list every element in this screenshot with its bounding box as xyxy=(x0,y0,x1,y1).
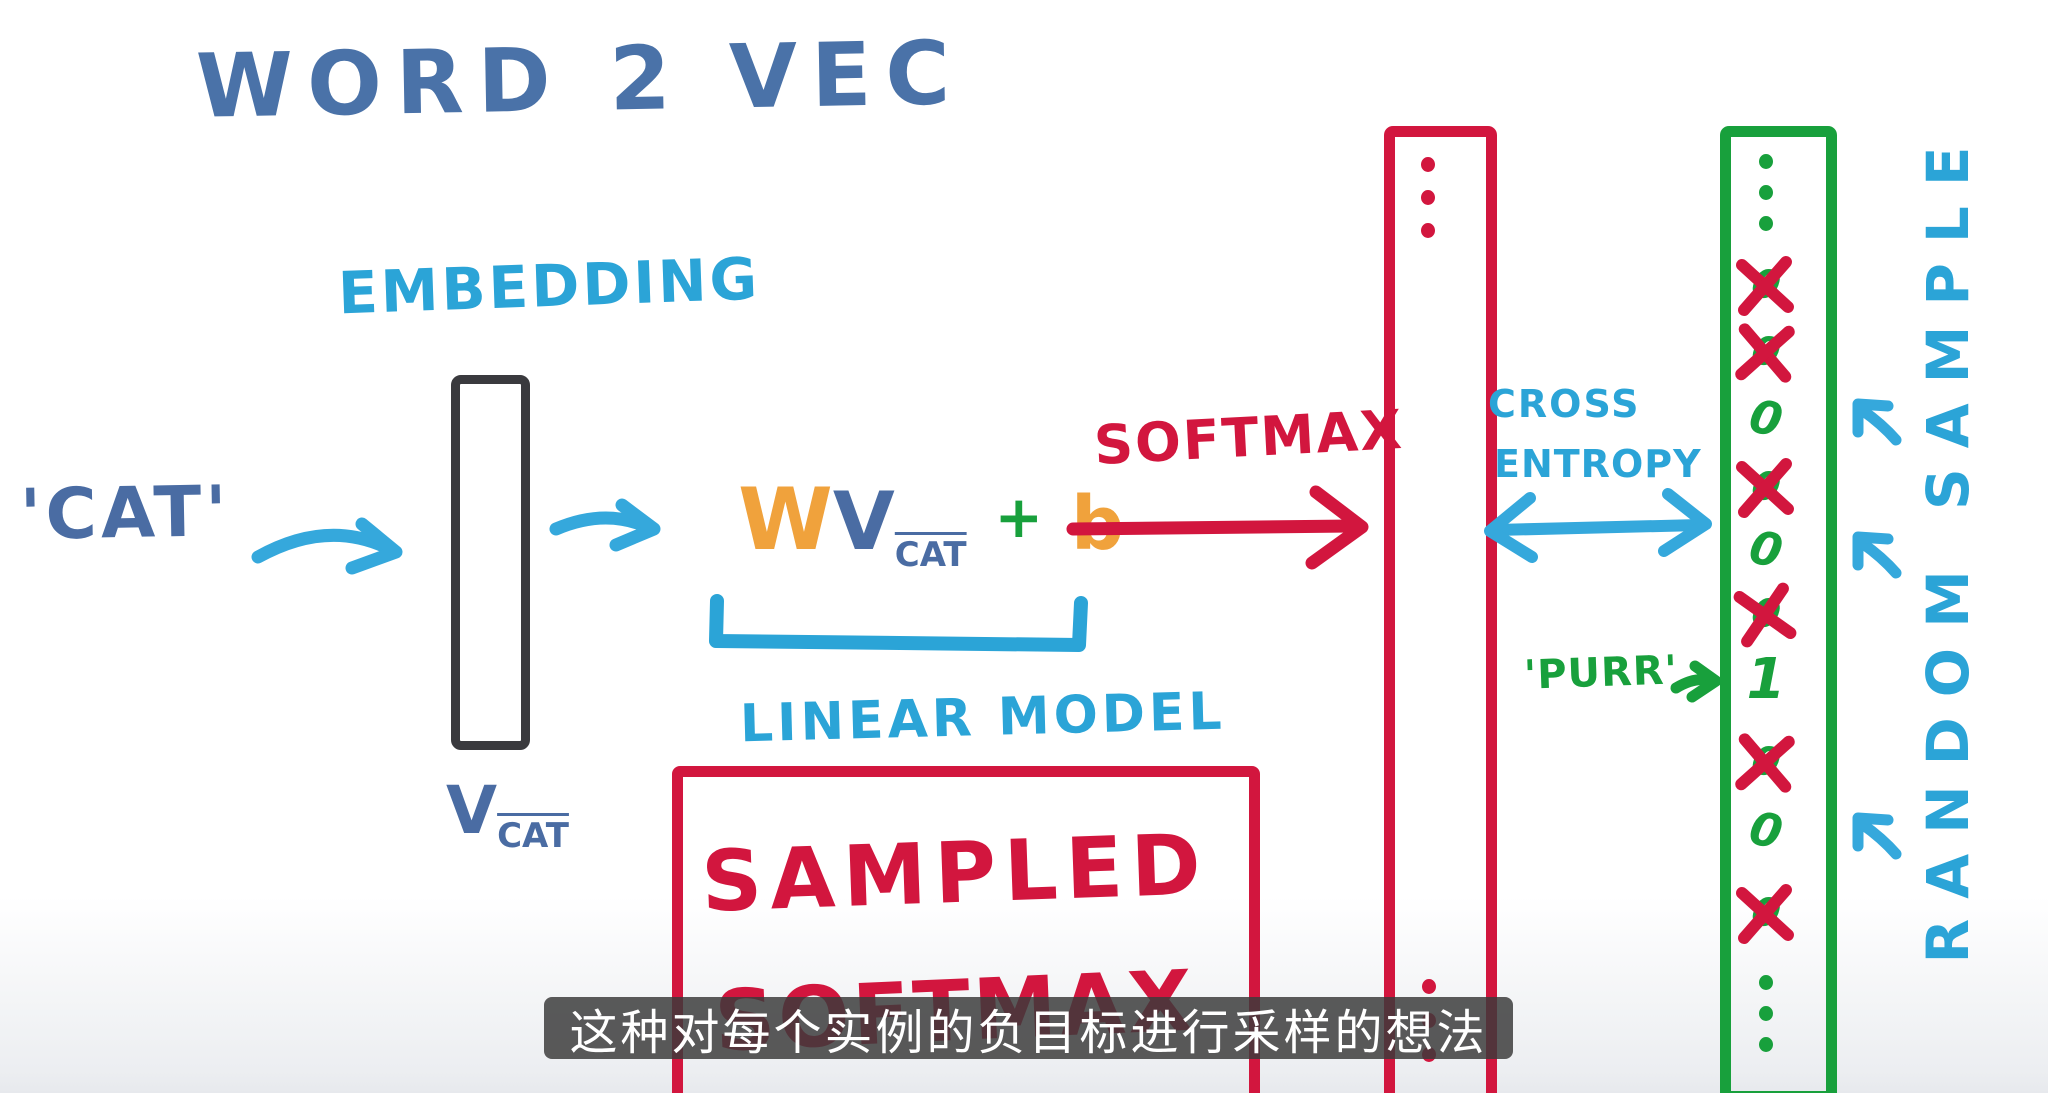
formula-weight-matrix: W xyxy=(738,470,833,570)
target-vector-entry: 0 xyxy=(1728,247,1804,323)
target-vector-ellipsis-dot xyxy=(1759,154,1773,169)
target-vector-entry: 1 xyxy=(1728,641,1804,717)
linear-model-formula: WVCAT + b xyxy=(738,470,1124,575)
sampled-softmax-box xyxy=(672,766,1260,1093)
sampled-softmax-line1: SAMPLED xyxy=(699,815,1211,931)
random-sample-arrow-icon xyxy=(1852,812,1902,860)
embedding-vector-label: VCAT xyxy=(446,772,569,856)
vcat-base: V xyxy=(446,772,498,849)
target-vector-box xyxy=(1720,126,1837,1093)
cross-entropy-label-line2: ENTROPY xyxy=(1494,442,1702,486)
negative-sample-x-icon xyxy=(1736,884,1794,944)
negative-sample-x-icon xyxy=(1736,256,1794,316)
output-vector-ellipsis-dot xyxy=(1421,223,1435,238)
negative-sample-x-icon xyxy=(1735,733,1795,793)
output-vector-ellipsis-dot xyxy=(1422,979,1436,994)
negative-sample-x-icon xyxy=(1735,323,1795,383)
target-vector-entry: 0 xyxy=(1728,724,1804,800)
target-vector-entry: 0 xyxy=(1728,314,1804,390)
formula-v: V xyxy=(832,475,895,568)
target-vector-entry: 0 xyxy=(1728,576,1804,652)
vcat-subscript: CAT xyxy=(497,816,569,857)
subtitle-bar: 这种对每个实例的负目标进行采样的想法 xyxy=(544,997,1513,1061)
target-vector-entry: 0 xyxy=(1728,875,1804,951)
target-vector-entry: 0 xyxy=(1728,449,1804,525)
target-vector-ellipsis-dot xyxy=(1759,216,1773,231)
formula-v-subscript: CAT xyxy=(894,535,967,575)
formula-plus-sign: + xyxy=(994,483,1044,551)
target-vector-ellipsis-dot xyxy=(1759,1006,1773,1021)
embedding-vector-box xyxy=(451,375,530,750)
output-vector-ellipsis-dot xyxy=(1421,190,1435,205)
negative-sample-x-icon xyxy=(1736,458,1794,518)
target-vector-ellipsis-dot xyxy=(1759,1037,1773,1052)
target-one-value: 1 xyxy=(1746,646,1786,712)
output-vector-ellipsis-dot xyxy=(1421,157,1435,172)
subtitle-text: 这种对每个实例的负目标进行采样的想法 xyxy=(569,1005,1488,1061)
target-vector-ellipsis-dot xyxy=(1759,185,1773,200)
negative-sample-x-icon xyxy=(1733,582,1797,648)
cross-entropy-label-line1: CROSS xyxy=(1488,382,1641,426)
random-sample-arrow-icon xyxy=(1852,398,1902,446)
random-sample-arrow-icon xyxy=(1852,531,1902,579)
output-vector-box xyxy=(1384,126,1497,1093)
target-vector-ellipsis-dot xyxy=(1759,975,1773,990)
formula-vector: VCAT xyxy=(832,475,967,575)
